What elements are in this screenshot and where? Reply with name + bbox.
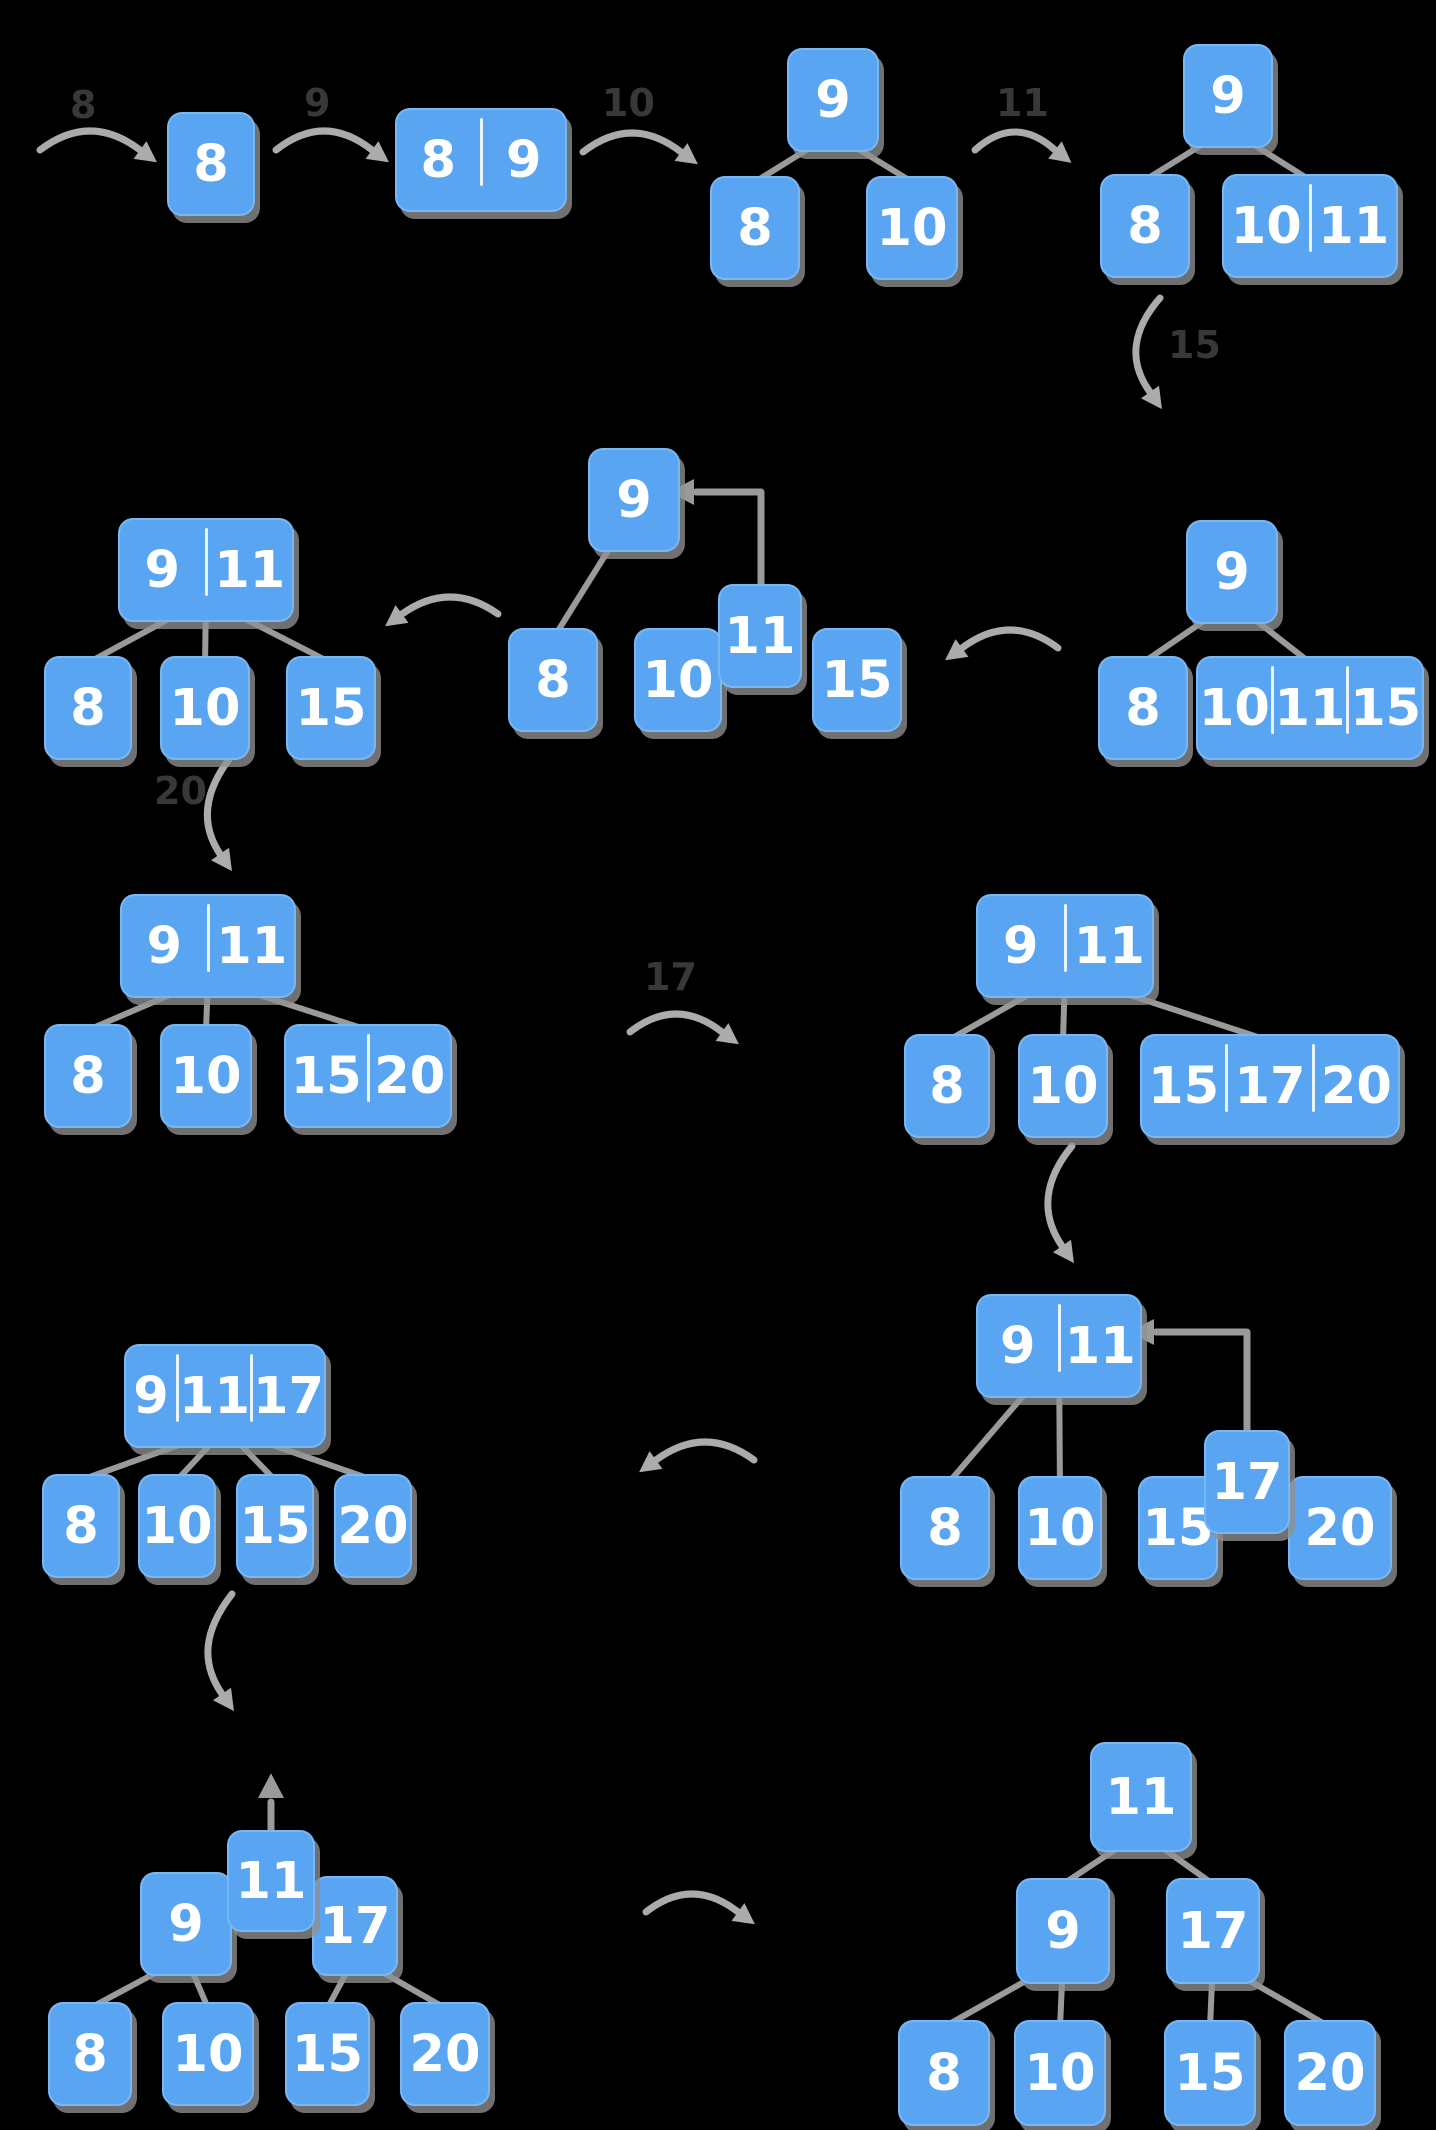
step-arrow-left-head [385,605,409,627]
insert-value-label: 20 [154,769,207,813]
insert-value-label: 8 [70,83,97,127]
tree-edge [92,1969,161,2008]
tree-edge [1207,1977,1216,2026]
insert-value-label: 9 [304,81,331,125]
step-arrow-down-head [212,1687,234,1712]
tree-edge [1159,1845,1212,1884]
step-arrow-down [203,754,234,858]
step-arrow-right [579,129,685,156]
step-arrow-down-head [1052,1239,1074,1264]
insert-value-label: 17 [644,955,697,999]
tree-edge [948,1977,1031,2026]
promote-up-arrow-head [258,1773,284,1798]
step-arrow-down-head [1140,385,1162,410]
tree-edge [326,1969,350,2008]
step-arrow-right-head [365,141,389,163]
step-arrow-left-head [639,1451,663,1473]
tree-edge [948,1391,1028,1482]
step-arrow-down [1044,1142,1076,1250]
step-arrow-left [652,1438,758,1464]
tree-edge [92,615,174,662]
tree-edge [1145,617,1209,662]
insert-value-label: 11 [996,81,1049,125]
promote-arrow [692,488,765,588]
step-arrow-right [626,1010,726,1036]
step-arrow-right [971,128,1059,154]
step-arrow-right-head [731,1903,755,1925]
step-arrow-right [36,127,144,154]
tree-edge [853,145,911,182]
insert-value-label: 15 [1168,323,1221,367]
tree-edge [756,145,813,182]
tree-edge [240,615,327,662]
tree-edge [92,991,175,1030]
step-arrow-down-head [210,847,232,872]
tree-edge [86,1441,185,1480]
step-arrow-right [642,1890,742,1916]
tree-edge [1147,141,1207,180]
tree-edge [951,991,1033,1040]
tree-edge [1249,141,1309,180]
tree-edge [176,1441,214,1480]
tree-edge [1057,1977,1066,2026]
tree-edge [1056,1391,1063,1482]
step-arrow-left-head [945,639,969,661]
tree-edge [1123,991,1261,1040]
tree-edge [1252,617,1309,662]
tree-edge [266,1441,368,1480]
promote-arrow-head [669,479,694,505]
step-arrow-down [1132,294,1164,396]
step-arrow-right [272,127,376,154]
insert-value-label: 10 [602,81,655,125]
promote-arrow-head [1129,1319,1154,1345]
tree-edge [203,991,211,1030]
step-arrow-right-head [674,143,698,165]
tree-edge [1245,1977,1326,2026]
step-arrow-left [398,593,502,618]
step-arrow-right-head [133,141,157,163]
step-arrow-down [204,1590,236,1698]
tree-edge [554,545,613,634]
tree-edge [1064,1845,1121,1884]
tree-edge [1060,991,1068,1040]
tree-edge [237,1441,275,1480]
tree-edge [189,1969,210,2008]
promote-arrow [1152,1328,1251,1434]
step-arrow-right-head [1048,141,1072,163]
tree-edge [379,1969,443,2008]
step-arrow-right-head [715,1023,739,1045]
step-arrow-left [958,626,1062,652]
tree-edge [253,991,362,1030]
tree-edge [202,615,209,662]
